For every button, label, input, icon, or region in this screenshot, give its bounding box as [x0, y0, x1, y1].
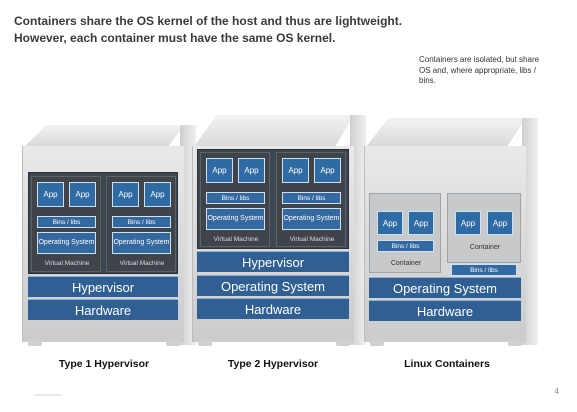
server-side	[522, 118, 538, 345]
container-label: Container	[469, 244, 501, 251]
hypervisor-layer: Hypervisor	[28, 276, 178, 297]
bins-libs-block: Bins / libs	[112, 216, 171, 228]
caption-type1: Type 1 Hypervisor	[58, 358, 150, 370]
hardware-layer: Hardware	[28, 299, 178, 320]
server-top	[366, 118, 526, 147]
app-block: App	[408, 211, 434, 235]
bins-libs-block: Bins / libs	[377, 240, 434, 252]
headline: Containers share the OS kernel of the ho…	[14, 13, 434, 47]
bins-libs-block: Bins / libs	[282, 192, 341, 204]
app-block: App	[282, 158, 309, 183]
server-top	[194, 115, 354, 147]
guest-os-block: Operating System	[112, 232, 171, 254]
hypervisor-layer: Hypervisor	[197, 251, 349, 272]
caption-type2: Type 2 Hypervisor	[227, 358, 319, 370]
host-os-layer: Operating System	[197, 275, 349, 296]
container: App App Bins / libs Container	[369, 193, 441, 273]
vm-label: Virtual Machine	[119, 260, 165, 267]
virtual-machine: App App Bins / libs Operating System Vir…	[276, 152, 346, 247]
server-side	[350, 115, 366, 345]
app-block: App	[487, 211, 513, 235]
app-block: App	[238, 158, 265, 183]
server-foot	[370, 340, 384, 346]
guest-os-block: Operating System	[282, 208, 341, 230]
virtual-machine: App App Bins / libs Operating System Vir…	[106, 176, 176, 272]
app-block: App	[69, 182, 96, 207]
app-block: App	[206, 158, 233, 183]
server-foot	[508, 340, 522, 346]
vm-label: Virtual Machine	[44, 260, 90, 267]
server-foot	[198, 340, 212, 346]
hardware-layer: Hardware	[197, 298, 349, 319]
container: App App Container	[447, 193, 521, 263]
virtual-machine: App App Bins / libs Operating System Vir…	[31, 176, 101, 272]
server-top	[24, 125, 184, 147]
app-block: App	[377, 211, 403, 235]
shared-bins-libs-block: Bins / libs	[451, 264, 517, 276]
caption-linux: Linux Containers	[404, 358, 490, 370]
vm-label: Virtual Machine	[213, 236, 259, 243]
virtual-machine: App App Bins / libs Operating System Vir…	[200, 152, 270, 247]
server-foot	[166, 340, 180, 346]
page-number: 4	[554, 387, 559, 396]
app-block: App	[455, 211, 481, 235]
guest-os-block: Operating System	[37, 232, 96, 254]
app-block: App	[144, 182, 171, 207]
hardware-layer: Hardware	[369, 300, 521, 321]
headline-line-2: However, each container must have the sa…	[14, 31, 336, 45]
app-block: App	[112, 182, 139, 207]
host-os-layer: Operating System	[369, 277, 521, 298]
headline-line-1: Containers share the OS kernel of the ho…	[14, 14, 403, 28]
app-block: App	[314, 158, 341, 183]
server-foot	[336, 340, 350, 346]
guest-os-block: Operating System	[206, 208, 265, 230]
vm-label: Virtual Machine	[289, 236, 335, 243]
footer-line	[34, 394, 62, 396]
containers-note: Containers are isolated, but share OS an…	[419, 55, 540, 85]
app-block: App	[37, 182, 64, 207]
bins-libs-block: Bins / libs	[206, 192, 265, 204]
container-label: Container	[390, 260, 422, 267]
bins-libs-block: Bins / libs	[37, 216, 96, 228]
server-foot	[28, 340, 42, 346]
